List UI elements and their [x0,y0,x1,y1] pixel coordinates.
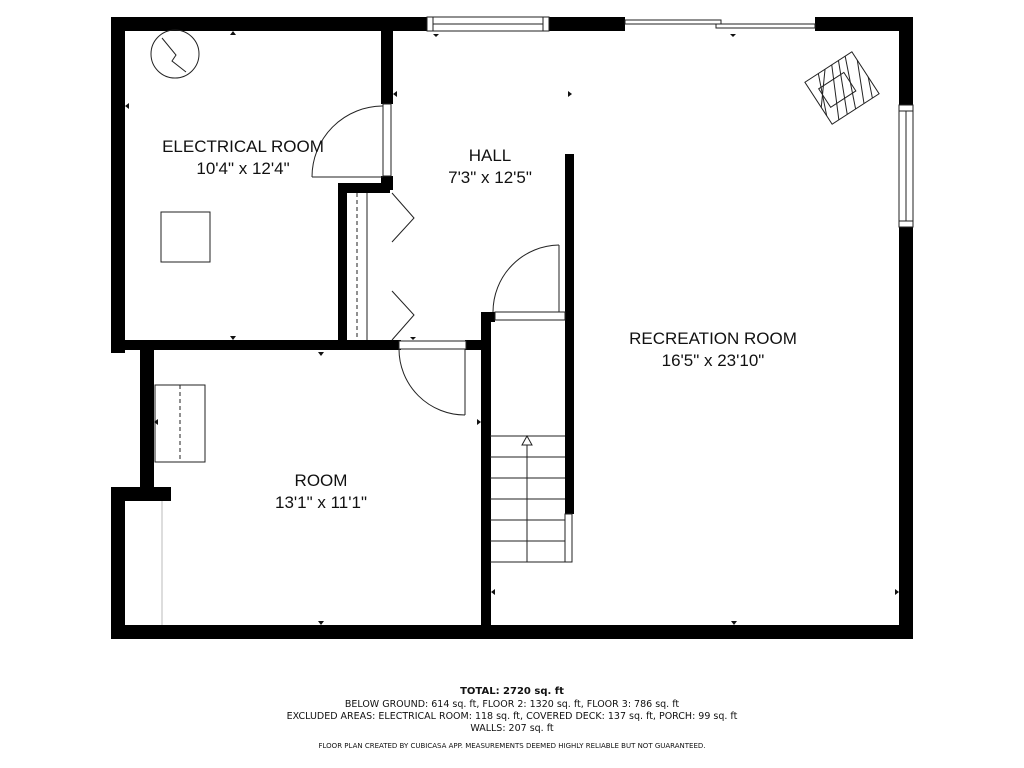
total-area: TOTAL: 2720 sq. ft [460,686,564,697]
room-name-hall: HALL [469,146,512,165]
window-top-left [426,16,550,32]
room-name-recreation: RECREATION ROOM [629,329,797,348]
room-name-room: ROOM [295,471,348,490]
room-dims-recreation: 16'5" x 23'10" [662,351,765,370]
closet [356,192,415,341]
electrical-panel-icon [160,211,211,263]
excluded-areas: EXCLUDED AREAS: ELECTRICAL ROOM: 118 sq.… [286,711,738,722]
walls [111,17,913,639]
walls-area: WALLS: 207 sq. ft [470,723,554,734]
floor-areas: BELOW GROUND: 614 sq. ft, FLOOR 2: 1320 … [344,699,680,710]
disclaimer: FLOOR PLAN CREATED BY CUBICASA APP. MEAS… [318,742,706,750]
window-right [898,104,914,228]
door-stairs [492,244,566,321]
room-dims-hall: 7'3" x 12'5" [448,168,532,187]
room-dims-electrical: 10'4" x 12'4" [196,159,289,178]
sliding-door-top [624,19,816,29]
floor-plan: ELECTRICAL ROOM 10'4" x 12'4" HALL 7'3" … [111,16,914,639]
room-dims-room: 13'1" x 11'1" [275,493,367,512]
door-electrical [311,103,392,178]
water-heater-icon [150,29,200,79]
stairs-icon [490,434,573,563]
fireplace-icon [804,51,880,125]
door-room [398,340,467,416]
room-closet [154,384,206,625]
measurement-markers [125,31,899,625]
room-name-electrical: ELECTRICAL ROOM [162,137,324,156]
